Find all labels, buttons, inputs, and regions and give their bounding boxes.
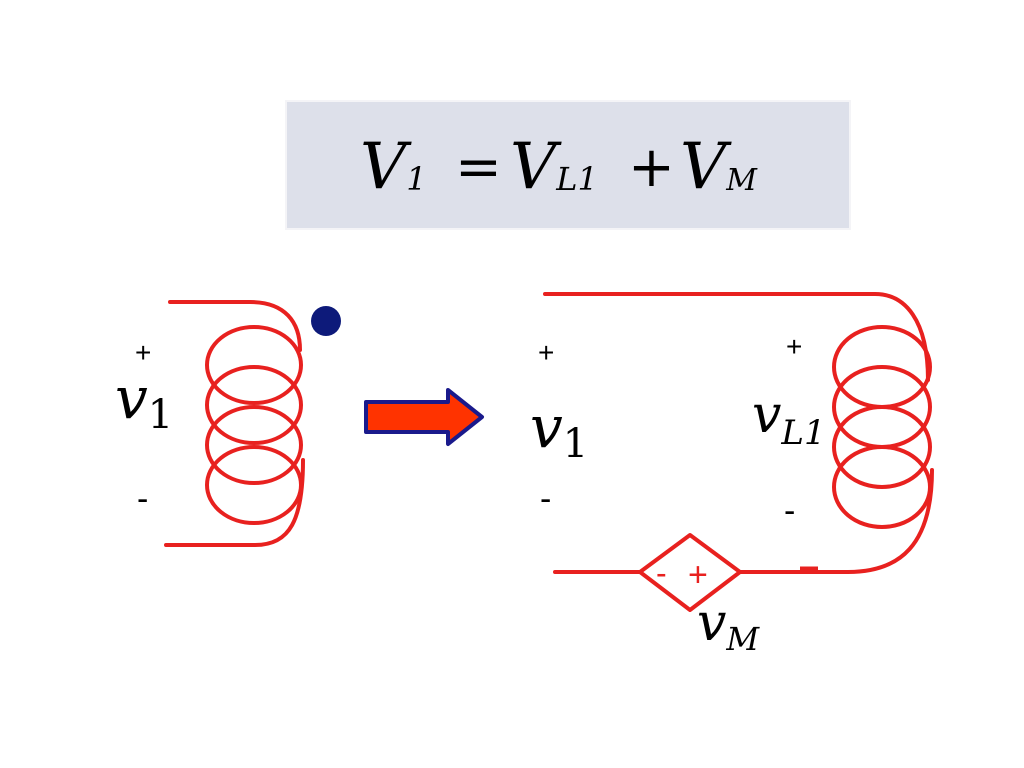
right-left-minus-sign: - [540, 480, 551, 518]
left-top-lead [168, 300, 302, 352]
coil-loop [205, 445, 303, 525]
left-inductor [164, 300, 305, 547]
coil-loop [205, 405, 303, 485]
coil-loop [205, 325, 303, 405]
inductor-voltage-label: vL1 [752, 385, 826, 453]
right-top-wire [543, 292, 930, 382]
equation-plus: + [628, 135, 675, 200]
source-plus-sign: + [688, 556, 708, 594]
equation: V1 = VL1 + VM [360, 130, 758, 204]
equation-box [285, 100, 851, 230]
coil-loop [832, 445, 932, 529]
left-plus-sign: + [135, 337, 151, 368]
equation-equals: = [455, 135, 502, 200]
polarity-dot [311, 306, 341, 336]
right-circuit: - + [543, 292, 934, 612]
equation-vM: VM [680, 130, 758, 204]
source-voltage-label: vM [697, 593, 760, 658]
coil-loop [205, 365, 303, 445]
inductor-minus-sign: - [784, 492, 795, 530]
right-arrow-icon [364, 388, 484, 446]
right-left-voltage-label: v1 [530, 393, 588, 467]
right-left-plus-sign: + [538, 337, 554, 368]
equation-vL1: VL1 [510, 130, 598, 204]
right-inductor [832, 325, 932, 529]
coil-loop [832, 405, 932, 489]
left-bottom-lead [164, 458, 305, 547]
left-voltage-label: v1 [115, 364, 173, 438]
equation-v1: V1 [360, 130, 427, 204]
left-minus-sign: - [137, 480, 148, 518]
source-minus-sign: - [656, 555, 667, 591]
inductor-plus-sign: + [786, 331, 802, 362]
dependent-voltage-source [638, 533, 742, 612]
